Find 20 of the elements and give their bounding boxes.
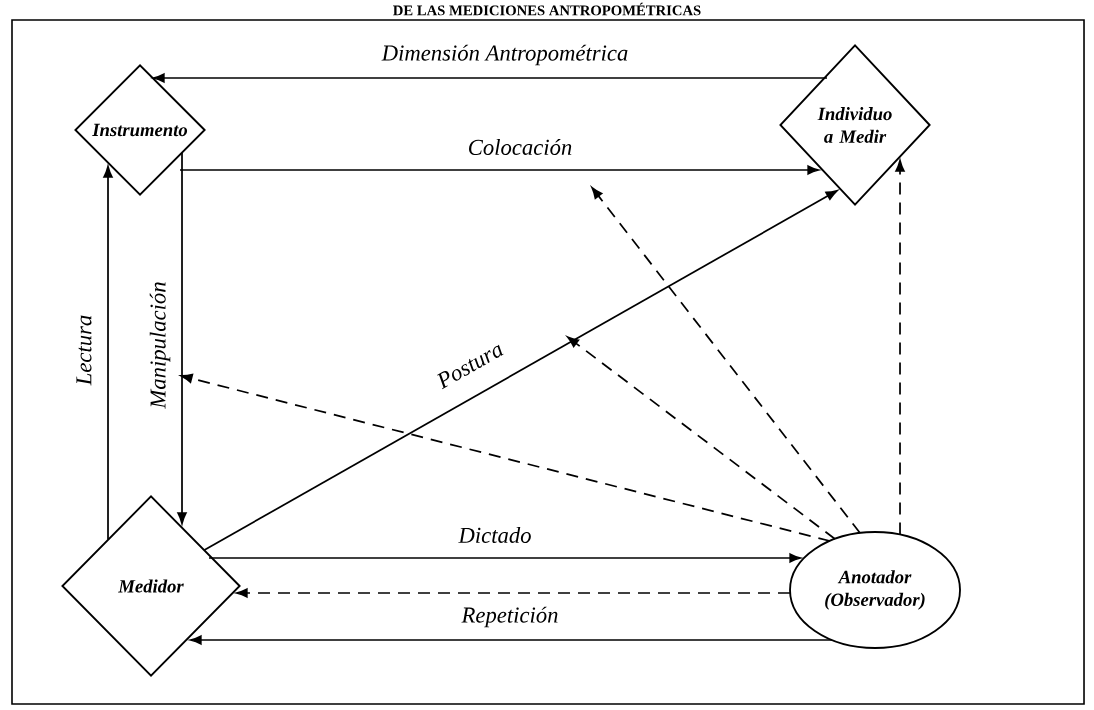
edge-label: Colocación — [469, 139, 572, 155]
dashed-arrow — [895, 159, 905, 536]
arrow — [208, 553, 802, 563]
arrow — [152, 73, 828, 83]
arrow — [103, 165, 113, 541]
arrow — [177, 152, 187, 525]
edge-label: Dictado — [458, 527, 531, 543]
edge-label: Manipulación — [149, 282, 171, 409]
edge-label: Repetición — [461, 606, 558, 628]
ellipse-node: Anotador (Observador) — [789, 531, 961, 649]
dashed-arrow — [235, 588, 791, 598]
title: DE LAS MEDICIONES ANTROPOMÉTRICAS — [393, 2, 701, 16]
arrow — [179, 165, 820, 175]
edge-label: Lectura — [76, 315, 92, 386]
edge-label: Dimensión Antropométrica — [381, 44, 628, 66]
arrow — [203, 189, 838, 551]
dashed-arrow — [567, 336, 836, 540]
arrow — [189, 635, 833, 645]
dashed-arrow — [180, 373, 831, 542]
dashed-arrow — [591, 187, 861, 534]
